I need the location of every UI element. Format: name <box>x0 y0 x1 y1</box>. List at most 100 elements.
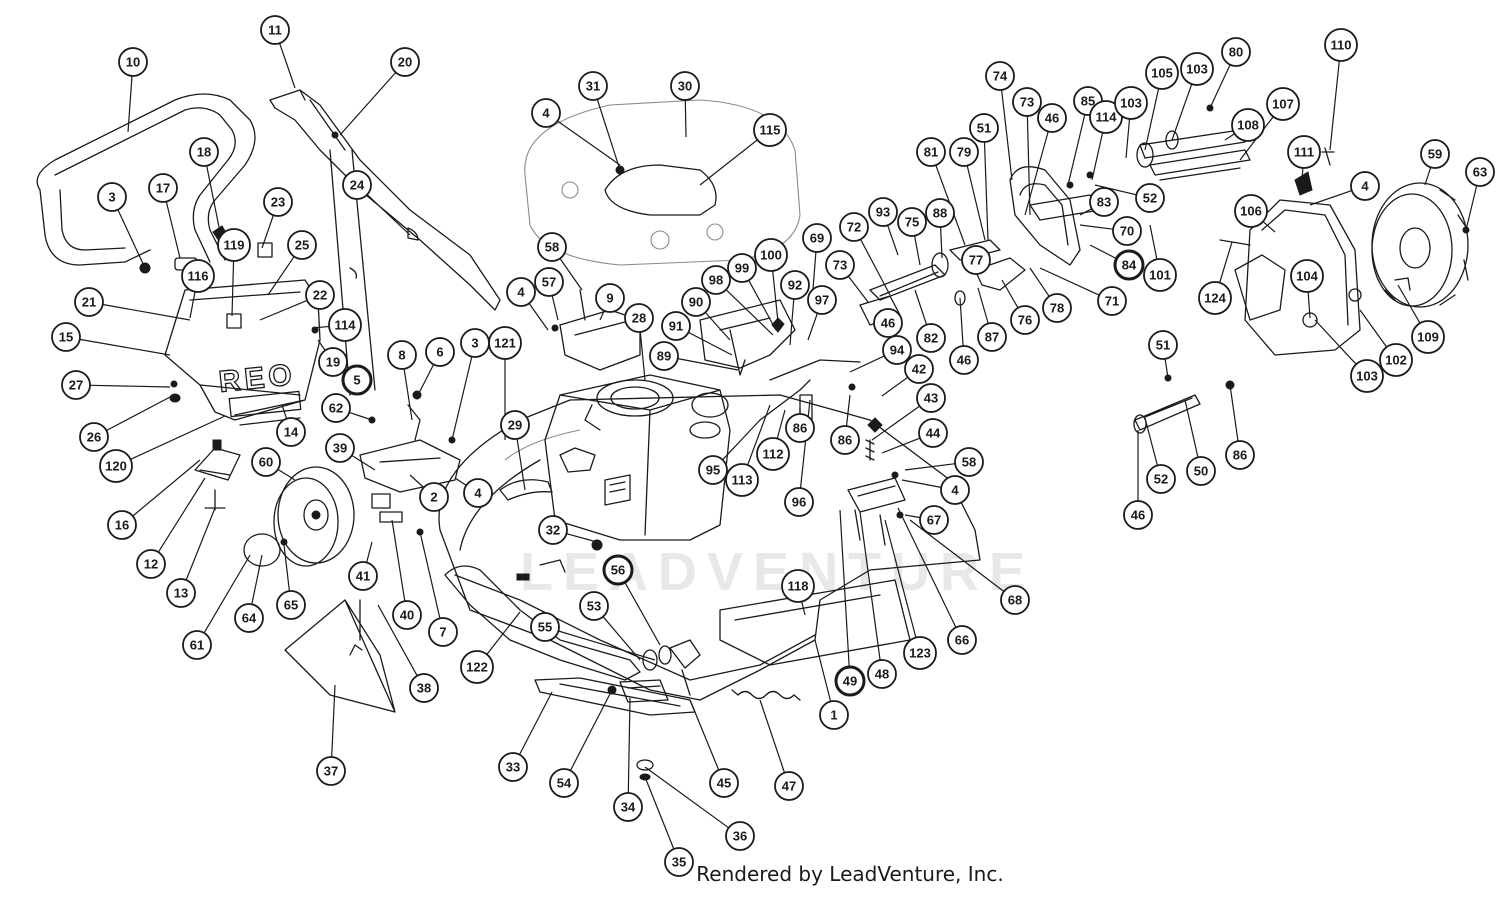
callout-80[interactable]: 80 <box>1221 37 1251 67</box>
callout-95[interactable]: 95 <box>698 455 728 485</box>
callout-2[interactable]: 2 <box>419 482 449 512</box>
callout-3[interactable]: 3 <box>97 182 127 212</box>
callout-20[interactable]: 20 <box>390 47 420 77</box>
callout-27[interactable]: 27 <box>61 370 91 400</box>
callout-86[interactable]: 86 <box>1225 440 1255 470</box>
callout-43[interactable]: 43 <box>916 383 946 413</box>
callout-58[interactable]: 58 <box>537 232 567 262</box>
callout-78[interactable]: 78 <box>1042 293 1072 323</box>
callout-118[interactable]: 118 <box>781 569 815 603</box>
callout-30[interactable]: 30 <box>670 71 700 101</box>
callout-92[interactable]: 92 <box>780 270 810 300</box>
callout-66[interactable]: 66 <box>947 625 977 655</box>
callout-62[interactable]: 62 <box>321 393 351 423</box>
callout-76[interactable]: 76 <box>1010 305 1040 335</box>
callout-1[interactable]: 1 <box>819 700 849 730</box>
callout-13[interactable]: 13 <box>166 578 196 608</box>
callout-111[interactable]: 111 <box>1287 135 1321 169</box>
callout-59[interactable]: 59 <box>1420 139 1450 169</box>
callout-82[interactable]: 82 <box>916 323 946 353</box>
callout-38[interactable]: 38 <box>409 673 439 703</box>
callout-15[interactable]: 15 <box>51 322 81 352</box>
callout-9[interactable]: 9 <box>595 283 625 313</box>
callout-14[interactable]: 14 <box>276 417 306 447</box>
callout-33[interactable]: 33 <box>498 752 528 782</box>
callout-50[interactable]: 50 <box>1186 456 1216 486</box>
callout-67[interactable]: 67 <box>919 505 949 535</box>
callout-89[interactable]: 89 <box>649 341 679 371</box>
callout-37[interactable]: 37 <box>316 756 346 786</box>
callout-110[interactable]: 110 <box>1324 28 1358 62</box>
callout-4[interactable]: 4 <box>506 277 536 307</box>
callout-21[interactable]: 21 <box>74 287 104 317</box>
callout-113[interactable]: 113 <box>725 463 759 497</box>
callout-4[interactable]: 4 <box>531 98 561 128</box>
callout-55[interactable]: 55 <box>530 612 560 642</box>
callout-22[interactable]: 22 <box>305 280 335 310</box>
callout-23[interactable]: 23 <box>263 187 293 217</box>
callout-46[interactable]: 46 <box>873 308 903 338</box>
callout-52[interactable]: 52 <box>1135 183 1165 213</box>
callout-108[interactable]: 108 <box>1231 108 1265 142</box>
callout-18[interactable]: 18 <box>189 137 219 167</box>
callout-96[interactable]: 96 <box>784 487 814 517</box>
callout-72[interactable]: 72 <box>839 212 869 242</box>
callout-58[interactable]: 58 <box>954 447 984 477</box>
callout-42[interactable]: 42 <box>904 354 934 384</box>
callout-47[interactable]: 47 <box>774 771 804 801</box>
callout-69[interactable]: 69 <box>802 223 832 253</box>
callout-109[interactable]: 109 <box>1411 320 1445 354</box>
callout-49[interactable]: 49 <box>834 665 866 697</box>
callout-44[interactable]: 44 <box>918 418 948 448</box>
callout-8[interactable]: 8 <box>387 340 417 370</box>
callout-45[interactable]: 45 <box>709 768 739 798</box>
callout-51[interactable]: 51 <box>1148 330 1178 360</box>
callout-5[interactable]: 5 <box>341 364 373 396</box>
callout-107[interactable]: 107 <box>1266 87 1300 121</box>
callout-123[interactable]: 123 <box>903 636 937 670</box>
callout-73[interactable]: 73 <box>825 250 855 280</box>
callout-11[interactable]: 11 <box>260 15 290 45</box>
callout-114[interactable]: 114 <box>328 308 362 342</box>
callout-100[interactable]: 100 <box>754 238 788 272</box>
callout-12[interactable]: 12 <box>136 549 166 579</box>
callout-120[interactable]: 120 <box>99 449 133 483</box>
callout-65[interactable]: 65 <box>276 590 306 620</box>
callout-61[interactable]: 61 <box>182 630 212 660</box>
callout-71[interactable]: 71 <box>1097 286 1127 316</box>
callout-35[interactable]: 35 <box>664 847 694 877</box>
callout-7[interactable]: 7 <box>428 617 458 647</box>
callout-24[interactable]: 24 <box>342 170 372 200</box>
callout-16[interactable]: 16 <box>107 510 137 540</box>
callout-51[interactable]: 51 <box>969 113 999 143</box>
callout-77[interactable]: 77 <box>961 245 991 275</box>
callout-70[interactable]: 70 <box>1112 216 1142 246</box>
callout-94[interactable]: 94 <box>882 335 912 365</box>
callout-4[interactable]: 4 <box>1350 171 1380 201</box>
callout-102[interactable]: 102 <box>1379 343 1413 377</box>
callout-103[interactable]: 103 <box>1350 359 1384 393</box>
callout-124[interactable]: 124 <box>1198 281 1232 315</box>
callout-40[interactable]: 40 <box>392 600 422 630</box>
callout-83[interactable]: 83 <box>1089 187 1119 217</box>
callout-56[interactable]: 56 <box>602 554 634 586</box>
callout-106[interactable]: 106 <box>1234 194 1268 228</box>
callout-34[interactable]: 34 <box>613 792 643 822</box>
callout-46[interactable]: 46 <box>949 345 979 375</box>
callout-103[interactable]: 103 <box>1180 52 1214 86</box>
callout-90[interactable]: 90 <box>681 287 711 317</box>
callout-114[interactable]: 114 <box>1089 100 1123 134</box>
callout-32[interactable]: 32 <box>538 515 568 545</box>
callout-39[interactable]: 39 <box>325 433 355 463</box>
callout-46[interactable]: 46 <box>1123 500 1153 530</box>
callout-68[interactable]: 68 <box>1000 585 1030 615</box>
callout-74[interactable]: 74 <box>985 61 1015 91</box>
callout-115[interactable]: 115 <box>753 113 787 147</box>
callout-101[interactable]: 101 <box>1143 258 1177 292</box>
callout-36[interactable]: 36 <box>725 821 755 851</box>
callout-29[interactable]: 29 <box>500 410 530 440</box>
callout-28[interactable]: 28 <box>624 303 654 333</box>
callout-81[interactable]: 81 <box>916 137 946 167</box>
callout-112[interactable]: 112 <box>756 437 790 471</box>
callout-75[interactable]: 75 <box>897 207 927 237</box>
